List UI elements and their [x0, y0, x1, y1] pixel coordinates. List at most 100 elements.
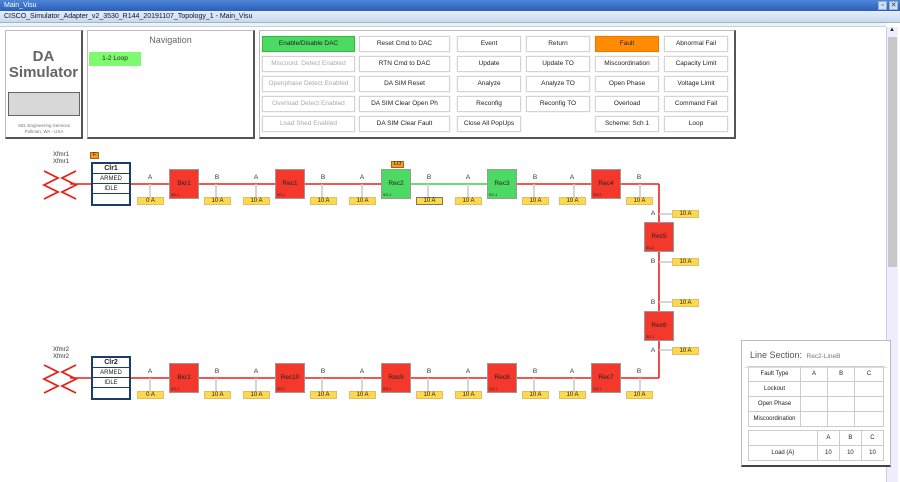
restore-button[interactable]: ▫: [878, 1, 887, 10]
rec7-side-a-current[interactable]: 10 A: [559, 391, 586, 399]
da-sim-clear-open-ph-button[interactable]: DA SIM Clear Open Ph: [359, 96, 450, 112]
scrollbar-thumb[interactable]: [888, 37, 897, 267]
rec7-side-b-current[interactable]: 10 A: [626, 391, 653, 399]
openphase-detect-enabled-button[interactable]: Openphase Detect Enabled: [262, 76, 355, 92]
table-header: A: [799, 366, 829, 382]
overload-detect-enabled-button[interactable]: Overload Detect Enabled: [262, 96, 355, 112]
rec4-side-a-current[interactable]: 10 A: [559, 197, 586, 205]
table-cell: [799, 396, 829, 412]
close-button[interactable]: ✕: [889, 1, 898, 10]
reconfig-button[interactable]: Reconfig: [457, 96, 521, 112]
table-cell: [854, 381, 884, 397]
scheme-sch-1-button[interactable]: Scheme: Sch 1: [595, 116, 659, 132]
nav-item-1-2-loop[interactable]: 1-2 Loop: [89, 52, 141, 66]
rec2-side-a-current[interactable]: 10 A: [349, 197, 376, 205]
phase-label: A: [147, 368, 153, 375]
rec8-side-a-current[interactable]: 10 A: [455, 391, 482, 399]
load-shed-enabled-button[interactable]: Load Shed Enabled: [262, 116, 355, 132]
reconfig-to-button[interactable]: Reconfig TO: [526, 96, 590, 112]
rec1-side-b-current[interactable]: 10 A: [310, 197, 337, 205]
device-rec6-label: Rec6: [651, 322, 667, 329]
analyze-button[interactable]: Analyze: [457, 76, 521, 92]
device-rec3-group: SG-1: [489, 193, 498, 197]
da-sim-reset-button[interactable]: DA SIM Reset: [359, 76, 450, 92]
rec4-side-b-current[interactable]: 10 A: [626, 197, 653, 205]
phase-label: B: [650, 299, 656, 306]
da-sim-clear-fault-button[interactable]: DA SIM Clear Fault: [359, 116, 450, 132]
rtn-cmd-to-dac-button[interactable]: RTN Cmd to DAC: [359, 56, 450, 72]
bkr1-side-a-current[interactable]: 0 A: [137, 197, 164, 205]
phase-label: B: [532, 174, 538, 181]
reset-cmd-to-dac-button[interactable]: Reset Cmd to DAC: [359, 36, 450, 52]
rec9-side-b-current[interactable]: 10 A: [416, 391, 443, 399]
loop-button[interactable]: Loop: [664, 116, 728, 132]
capacity-limit-button[interactable]: Capacity Limit: [664, 56, 728, 72]
table-header: B: [827, 366, 856, 382]
table-header: [748, 430, 818, 446]
device-rec8-group: SG-1: [489, 387, 498, 391]
open-phase-button[interactable]: Open Phase: [595, 76, 659, 92]
update-button[interactable]: Update: [457, 56, 521, 72]
bkr1-side-b-current[interactable]: 10 A: [204, 197, 231, 205]
analyze-to-button[interactable]: Analyze TO: [526, 76, 590, 92]
phase-label: B: [426, 174, 432, 181]
window-titlebar: Main_Visu: [0, 0, 900, 11]
rec3-side-a-current[interactable]: 10 A: [455, 197, 482, 205]
bkr2-side-a-current[interactable]: 0 A: [137, 391, 164, 399]
bkr2-side-b-current[interactable]: 10 A: [204, 391, 231, 399]
abnormal-fail-button[interactable]: Abnormal Fail: [664, 36, 728, 52]
rec5-side-a-current[interactable]: 10 A: [672, 210, 699, 218]
overload-button[interactable]: Overload: [595, 96, 659, 112]
event-button[interactable]: Event: [457, 36, 521, 52]
device-rec2-group: SG-1: [383, 193, 392, 197]
rec10-side-b-current[interactable]: 10 A: [310, 391, 337, 399]
close-all-popups-button[interactable]: Close All PopUps: [457, 116, 521, 132]
device-rec5-group: SG-2: [646, 246, 655, 250]
rec6-side-a-current[interactable]: 10 A: [672, 347, 699, 355]
command-fail-button[interactable]: Command Fail: [664, 96, 728, 112]
rec1-side-a-current[interactable]: 10 A: [243, 197, 270, 205]
table-cell: [827, 411, 856, 427]
rec10-side-a-current[interactable]: 10 A: [243, 391, 270, 399]
fault-button[interactable]: Fault: [595, 36, 659, 52]
phase-label: A: [465, 368, 471, 375]
rec9-side-a-current[interactable]: 10 A: [349, 391, 376, 399]
rec8-side-b-current[interactable]: 10 A: [522, 391, 549, 399]
brand-line2: Simulator: [8, 64, 79, 81]
table-header: C: [854, 366, 884, 382]
table-cell: [799, 411, 829, 427]
phase-label: A: [359, 174, 365, 181]
device-bkr2-group: SG-1: [171, 387, 180, 391]
return-button[interactable]: Return: [526, 36, 590, 52]
rec5-side-b-current[interactable]: 10 A: [672, 258, 699, 266]
voltage-limit-button[interactable]: Voltage Limit: [664, 76, 728, 92]
scroll-up-icon[interactable]: ▲: [889, 27, 895, 33]
brand-panel: DA Simulator SEL Engineering Services Pu…: [5, 30, 83, 139]
rec6-side-b-current[interactable]: 10 A: [672, 299, 699, 307]
device-rec9-label: Rec9: [388, 374, 404, 381]
rec3-side-b-current[interactable]: 10 A: [522, 197, 549, 205]
update-to-button[interactable]: Update TO: [526, 56, 590, 72]
rec2-side-b-current[interactable]: 10 A: [416, 197, 443, 205]
enable-disable-dac-button[interactable]: Enable/Disable DAC: [262, 36, 355, 52]
table-cell: [854, 396, 884, 412]
miscoord-detect-enabled-button[interactable]: Miscoord. Detect Enabled: [262, 56, 355, 72]
miscoordination-button[interactable]: Miscoordination: [595, 56, 659, 72]
